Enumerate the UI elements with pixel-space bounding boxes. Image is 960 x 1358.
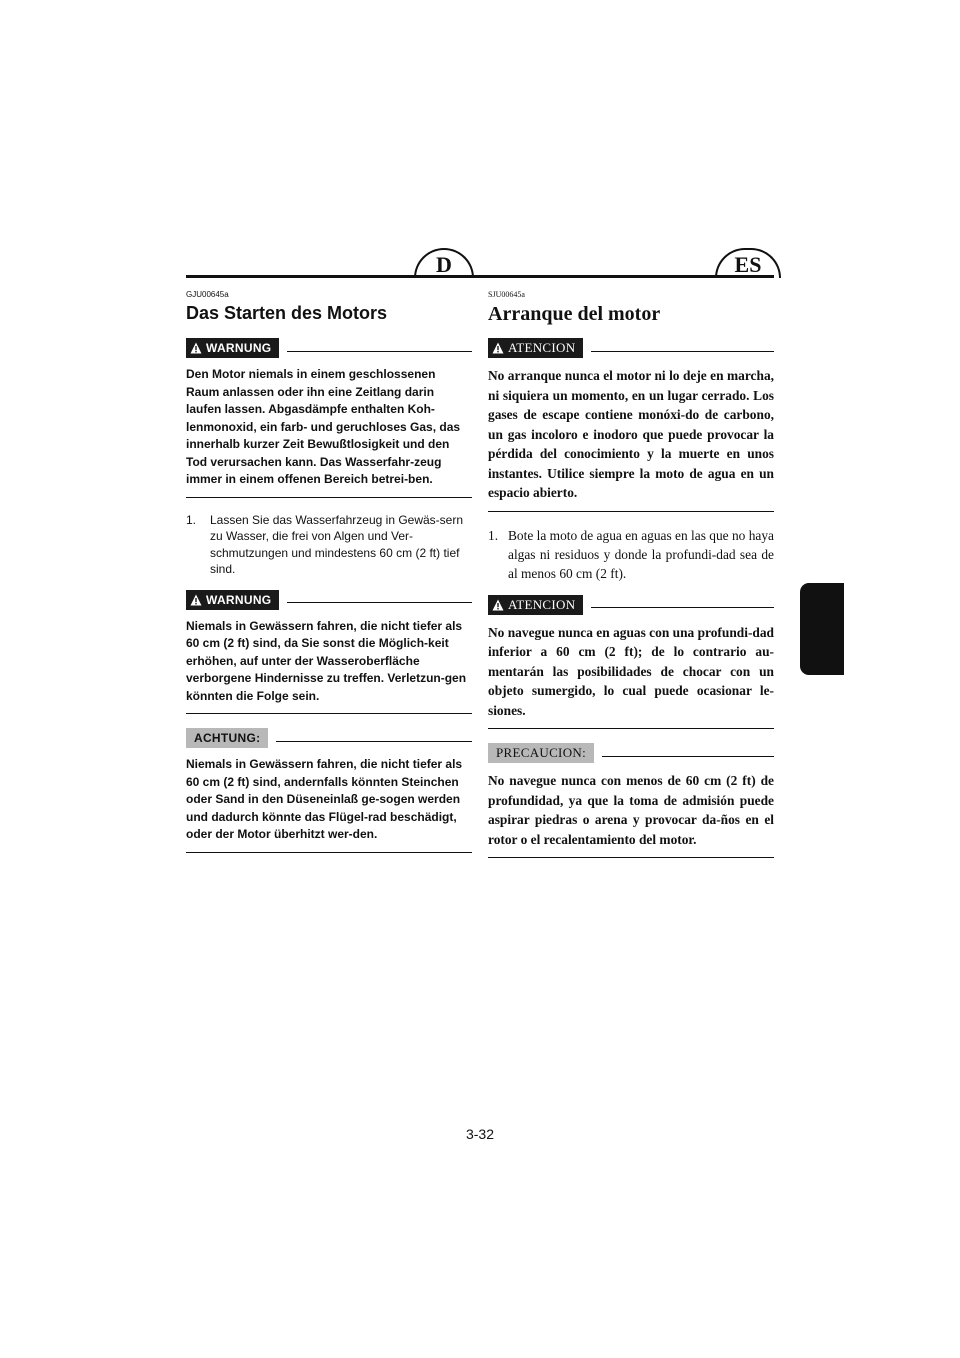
label-rule [276, 740, 472, 742]
label-rule [601, 755, 774, 757]
caution-text: No navegue nunca con menos de 60 cm (2 f… [488, 773, 774, 847]
notice-end-rule [186, 851, 472, 853]
warning-label: ATENCION [508, 340, 576, 355]
label-rule [591, 350, 774, 352]
section-code: SJU00645a [488, 290, 525, 299]
warning-text: Den Motor niemals in einem geschlossenen… [186, 367, 461, 486]
caution-header: PRECAUCION: [488, 743, 774, 763]
label-rule [287, 350, 472, 352]
warning-triangle-icon [190, 342, 202, 354]
notice-end-rule [488, 857, 774, 858]
section-title: Das Starten des Motors [186, 303, 388, 323]
notice-end-rule [186, 496, 472, 498]
step-text: Bote la moto de agua en aguas en las que… [508, 527, 774, 581]
language-tab-german: D [414, 248, 474, 278]
page-number: 3-32 [465, 1126, 495, 1142]
warning-badge: WARNUNG [186, 589, 280, 610]
caution-header: ACHTUNG: [186, 728, 472, 748]
warning-text: No arranque nunca el motor ni lo deje en… [488, 368, 774, 500]
warning-header: ATENCION [488, 594, 774, 615]
warning-badge: ATENCION [488, 338, 584, 358]
step-number: 1. [186, 512, 197, 527]
warning-header: WARNUNG [186, 589, 472, 610]
german-column: GJU00645a Das Starten des Motors WARNUNG… [186, 290, 472, 867]
warning-triangle-icon [492, 342, 504, 354]
step-item: 1. Lassen Sie das Wasserfahrzeug in Gewä… [186, 512, 472, 578]
caution-badge: ACHTUNG: [186, 728, 269, 748]
section-title: Arranque del motor [488, 303, 661, 325]
warning-badge: WARNUNG [186, 338, 280, 358]
warning-triangle-icon [190, 594, 202, 605]
label-rule [287, 602, 472, 603]
chapter-side-tab [800, 583, 844, 675]
label-rule [591, 607, 774, 608]
warning-text: Niemals in Gewässern fahren, die nicht t… [186, 618, 467, 703]
notice-end-rule [488, 728, 774, 729]
warning-header: WARNUNG [186, 338, 472, 358]
spanish-column: SJU00645a Arranque del motor ATENCION No… [488, 290, 774, 872]
step-item: 1. Bote la moto de agua en aguas en las … [488, 526, 774, 583]
warning-triangle-icon [492, 599, 504, 610]
language-tab-spanish: ES [715, 248, 781, 278]
header-rule [186, 275, 774, 278]
notice-end-rule [186, 713, 472, 714]
notice-end-rule [488, 510, 774, 512]
caution-text: Niemals in Gewässern fahren, die nicht t… [186, 757, 463, 841]
caution-badge: PRECAUCION: [488, 743, 594, 763]
step-text: Lassen Sie das Wasserfahrzeug in Gewäs-s… [210, 512, 464, 577]
warning-label: WARNUNG [206, 341, 272, 355]
step-number: 1. [488, 527, 499, 543]
warning-header: ATENCION [488, 338, 774, 358]
warning-label: ATENCION [508, 596, 576, 612]
warning-text: No navegue nunca en aguas con una profun… [488, 624, 774, 718]
warning-badge: ATENCION [488, 594, 584, 615]
section-code: GJU00645a [186, 290, 229, 299]
warning-label: WARNUNG [206, 592, 272, 607]
